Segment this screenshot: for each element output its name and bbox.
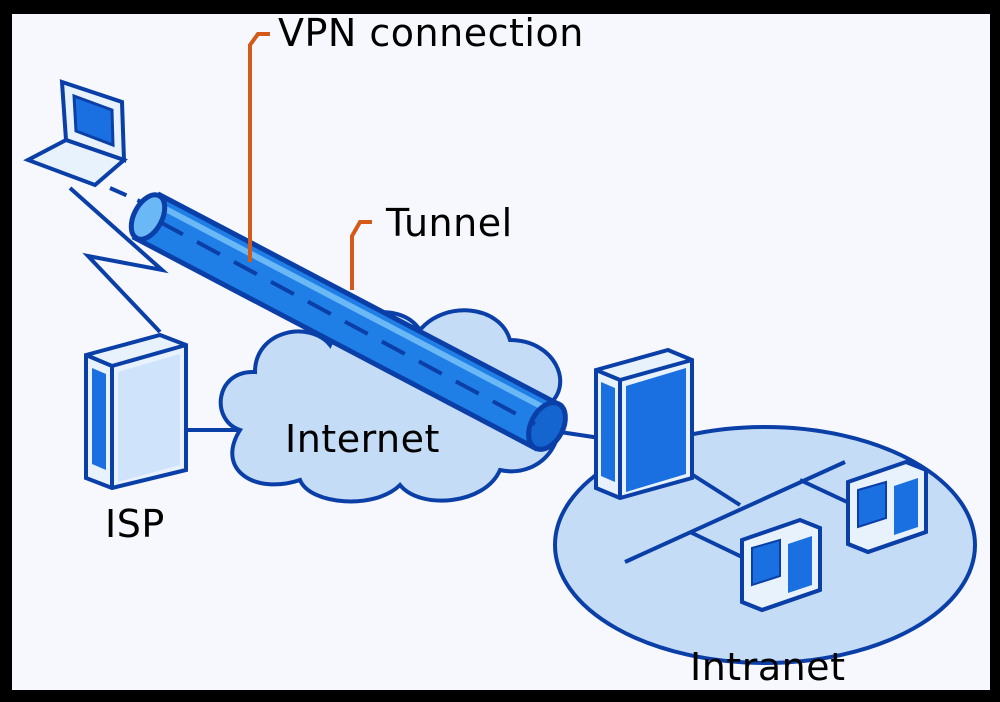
- workstation-icon: [740, 517, 822, 613]
- server-icon: [84, 332, 188, 491]
- lightning-link-icon: [68, 186, 169, 334]
- isp-label: ISP: [105, 502, 165, 546]
- callout-lines: [248, 32, 372, 290]
- vpn-connection-label: VPN connection: [278, 11, 584, 55]
- laptop-icon: [23, 79, 128, 188]
- tunnel-icon: [128, 191, 568, 452]
- internet-label: Internet: [285, 417, 440, 461]
- tunnel-label: Tunnel: [386, 201, 513, 245]
- intranet-label: Intranet: [690, 645, 846, 689]
- server-icon: [594, 347, 694, 501]
- workstation-icon: [846, 459, 928, 555]
